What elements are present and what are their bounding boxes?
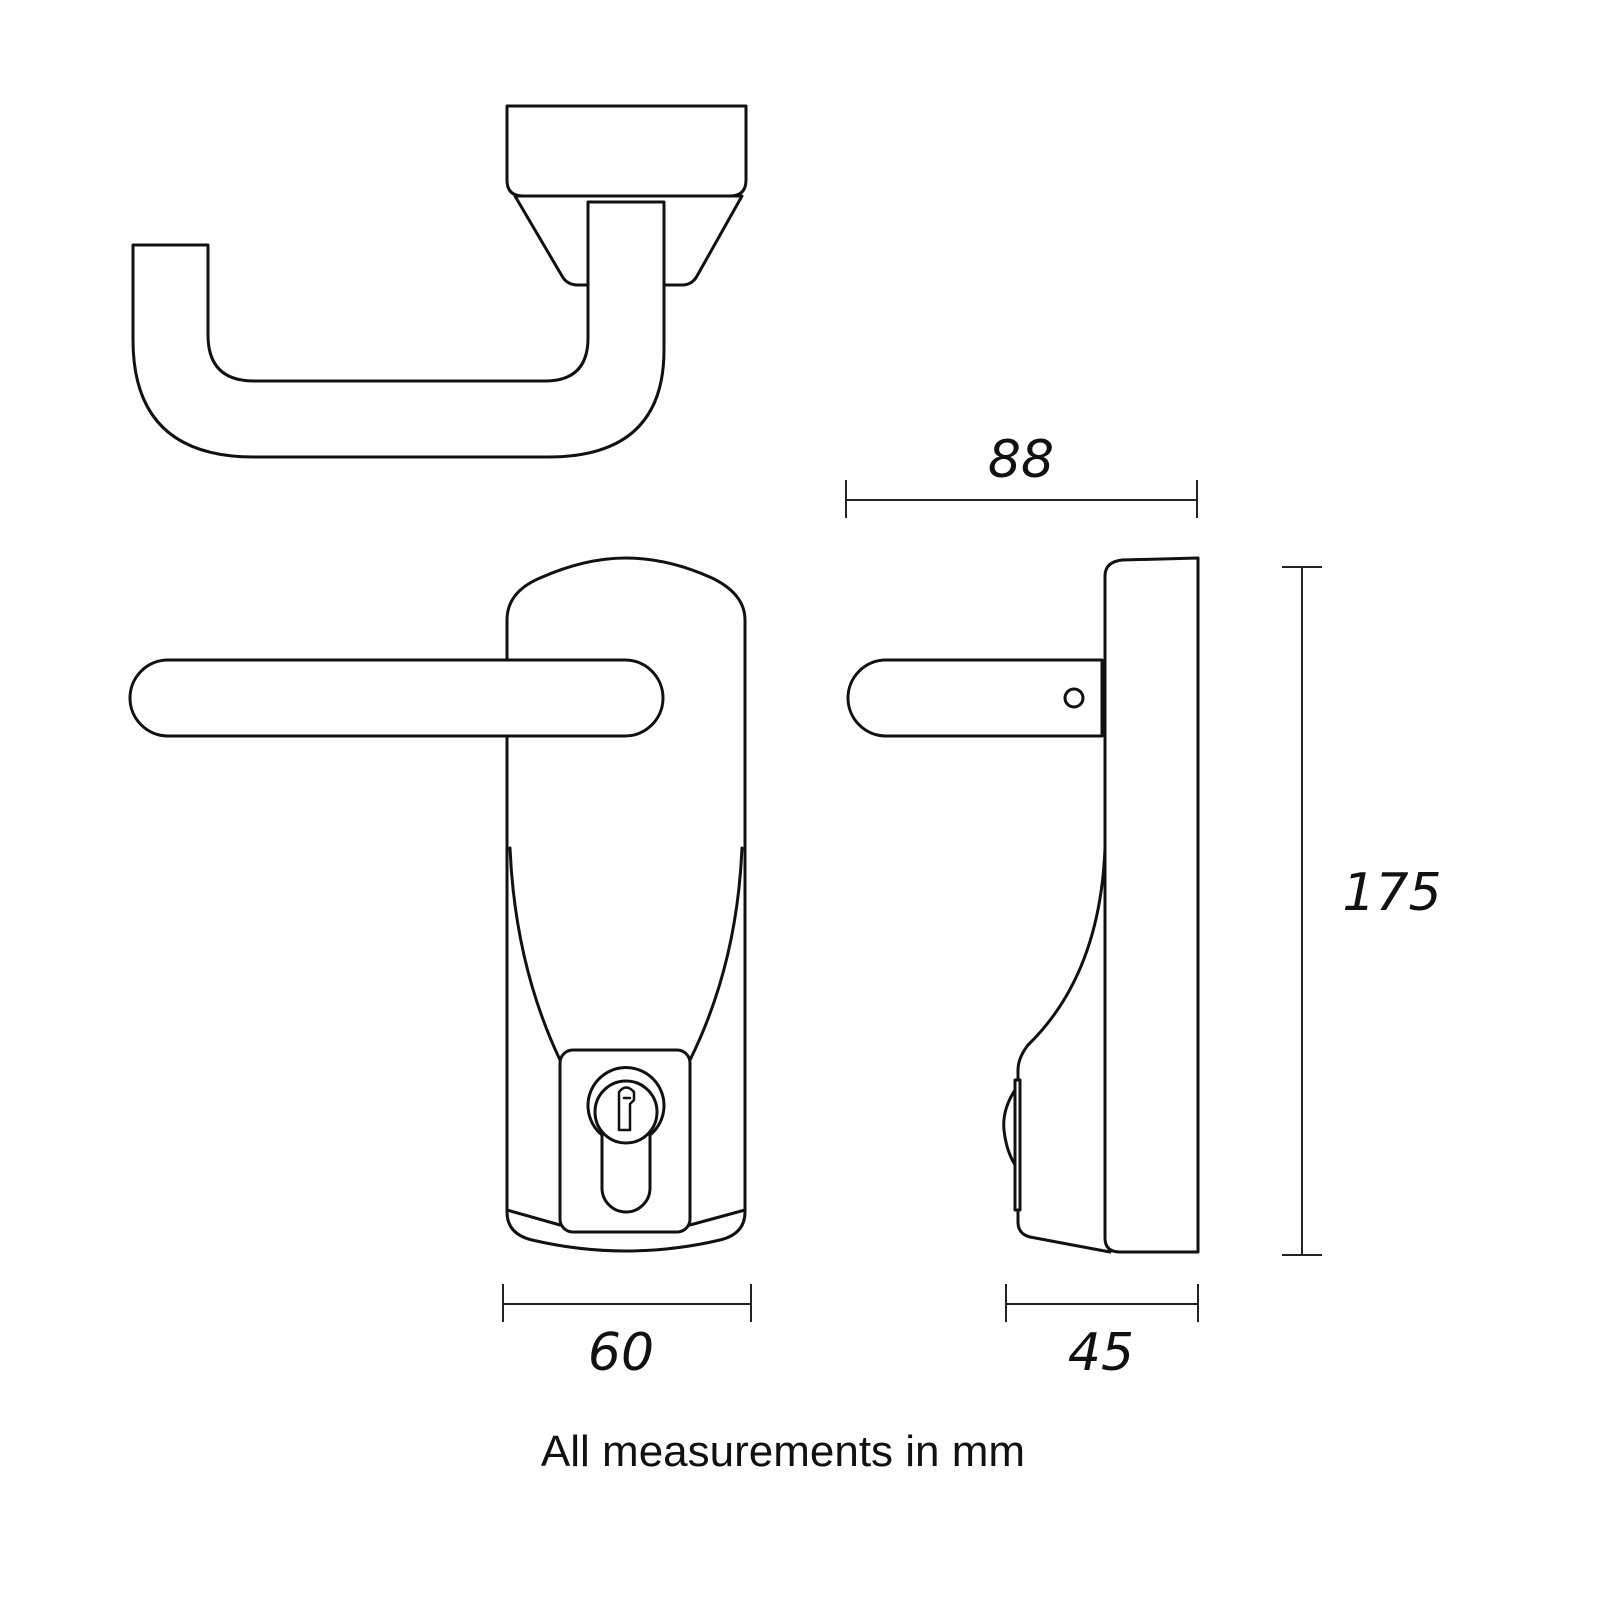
dimension-front-width-label: 60 [588, 1323, 654, 1383]
front-left-contour [508, 846, 562, 1062]
grub-screw-icon [1063, 687, 1085, 709]
dimension-height: 175 [1282, 566, 1442, 1256]
side-button [1002, 1078, 1022, 1212]
dimension-height-label: 175 [1342, 863, 1441, 923]
dimension-side-width: 45 [1005, 1284, 1199, 1383]
dimension-side-width-label: 45 [1068, 1323, 1134, 1383]
dimension-depth: 88 [845, 430, 1198, 518]
front-bottom-left-line [505, 1208, 562, 1227]
front-lever [128, 658, 665, 738]
keyhole-icon [586, 1066, 666, 1214]
front-right-contour [688, 846, 744, 1062]
top-view-handle [131, 200, 666, 459]
top-view [131, 104, 748, 459]
dimension-front-width: 60 [502, 1284, 752, 1383]
side-view [846, 556, 1200, 1254]
front-bottom-right-line [688, 1208, 747, 1227]
side-body [1016, 846, 1112, 1254]
cylinder-housing [558, 1048, 692, 1234]
caption: All measurements in mm [541, 1427, 1025, 1476]
side-lever [846, 658, 1104, 738]
side-plate [1103, 556, 1200, 1254]
front-view [128, 556, 747, 1253]
top-view-base-block [505, 104, 748, 198]
dimension-depth-label: 88 [988, 430, 1054, 490]
